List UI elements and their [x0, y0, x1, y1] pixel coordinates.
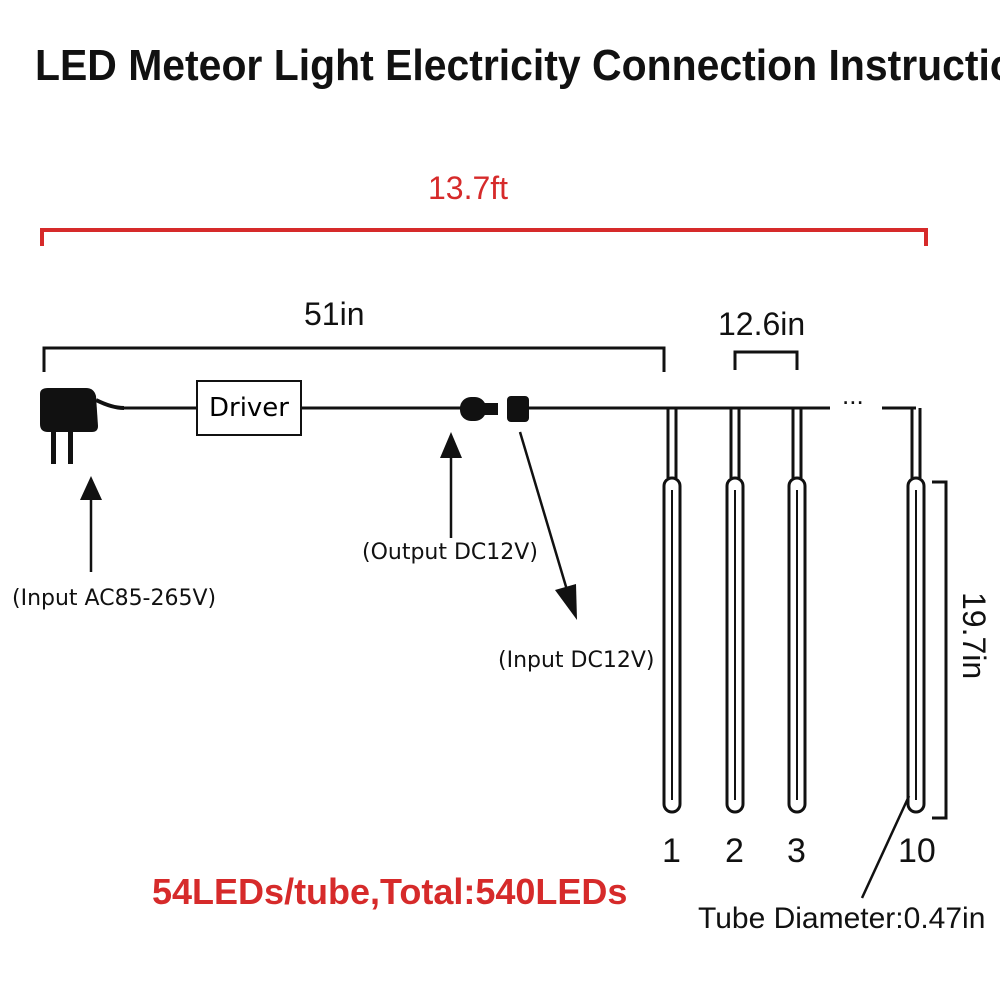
plug-input-label: (Input AC85-265V) [12, 586, 217, 611]
input-dc-label: (Input DC12V) [498, 648, 655, 673]
tube-spacing-label: 12.6in [718, 306, 806, 342]
tube-spacing-bracket [733, 350, 799, 370]
lead-length-bracket [42, 346, 666, 372]
ellipsis-label: ... [842, 380, 864, 410]
led-spec-label: 54LEDs/tube,Total:540LEDs [152, 871, 628, 912]
tube-length-bracket [932, 480, 948, 820]
output-dc-label: (Output DC12V) [362, 540, 538, 565]
tube-diameter-label: Tube Diameter:0.47in [698, 902, 986, 935]
page-title: LED Meteor Light Electricity Connection … [35, 41, 1000, 90]
tube-3 [787, 408, 807, 814]
tube-10 [906, 408, 926, 814]
tube-diameter-pointer [860, 795, 911, 899]
tube-number-1: 1 [662, 832, 681, 870]
dc-connector-icon [460, 396, 529, 422]
power-plug-icon [40, 388, 125, 464]
tube-2 [725, 408, 745, 814]
tube-number-2: 2 [725, 832, 744, 870]
input-dc-arrow [518, 431, 577, 620]
total-length-bracket [40, 228, 928, 246]
lead-length-label: 51in [304, 296, 365, 332]
tube-length-label: 19.7in [956, 592, 992, 680]
plug-input-arrow [80, 476, 102, 572]
tube-number-10: 10 [898, 832, 936, 870]
tube-number-3: 3 [787, 832, 806, 870]
driver-box: Driver [196, 380, 302, 436]
tube-1 [662, 408, 682, 814]
total-length-label: 13.7ft [428, 170, 509, 206]
output-dc-arrow [440, 432, 462, 538]
